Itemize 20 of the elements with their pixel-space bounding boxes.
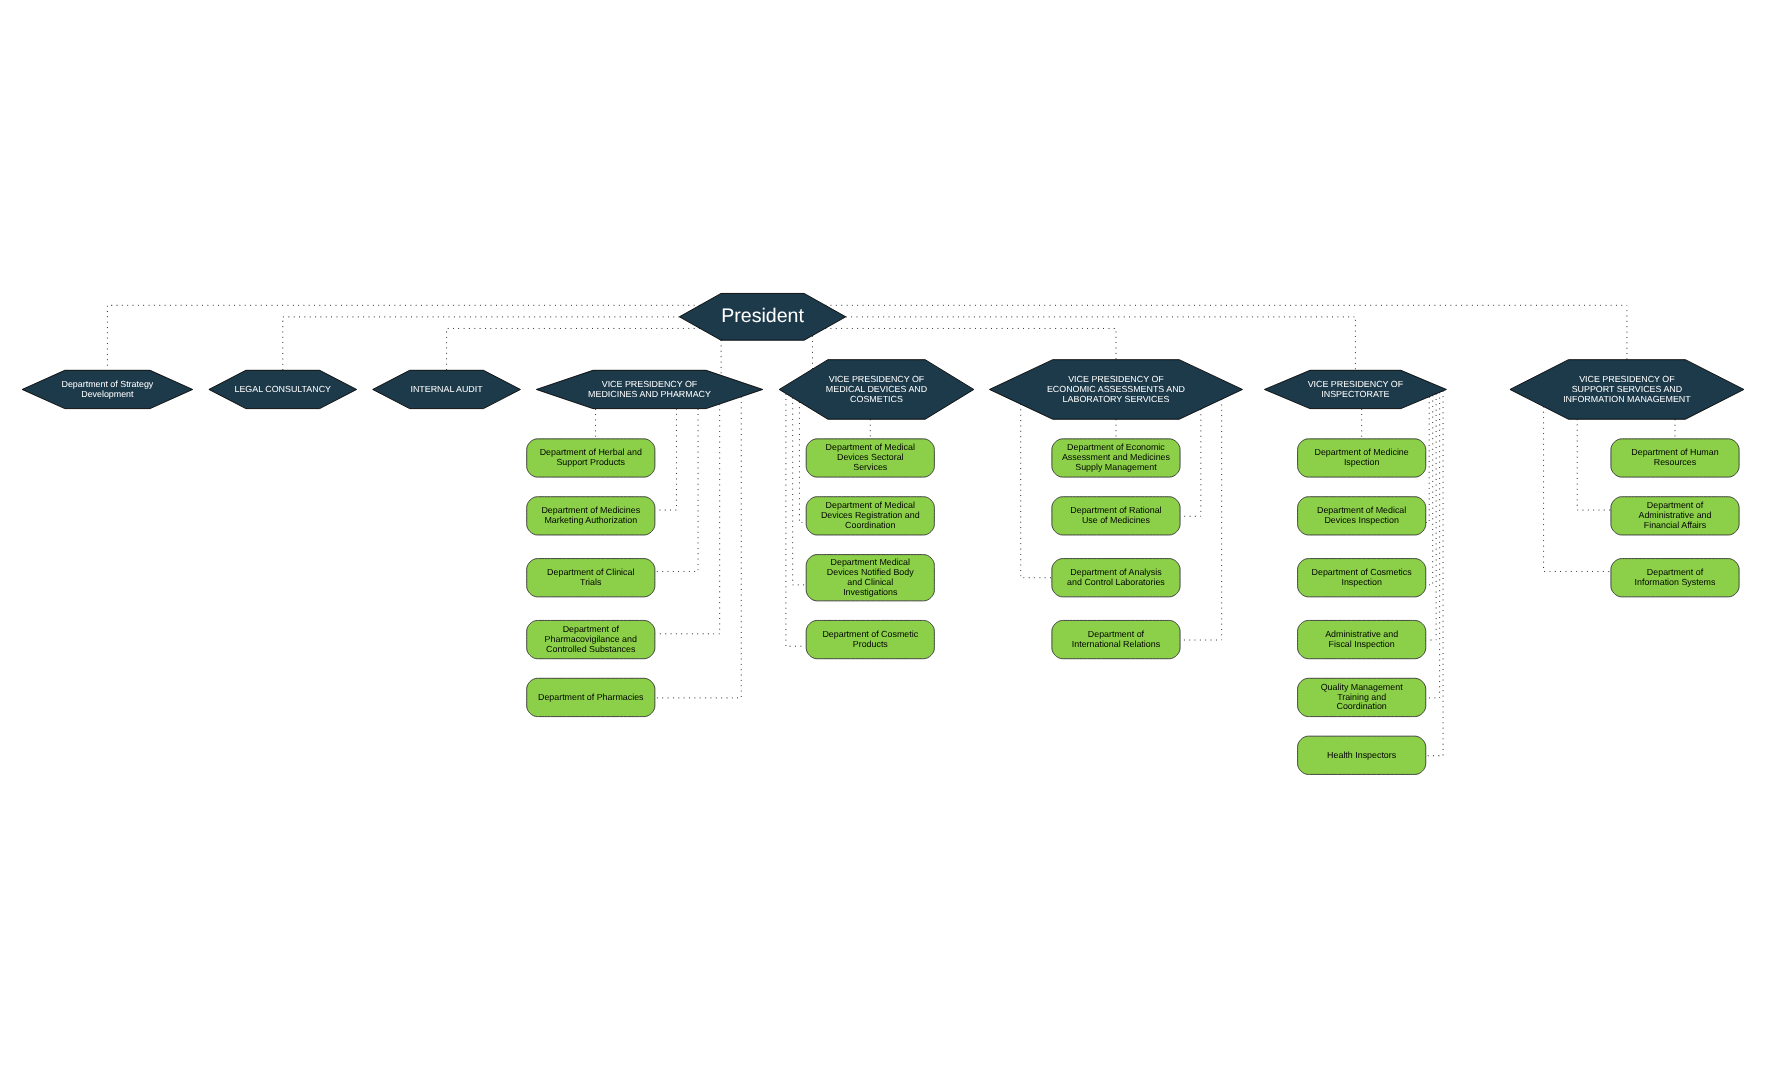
connector xyxy=(595,408,596,440)
connector xyxy=(1425,392,1441,699)
connector xyxy=(654,396,742,699)
connector xyxy=(282,316,680,371)
connector xyxy=(785,393,807,647)
connector xyxy=(1179,398,1223,641)
connector xyxy=(1576,418,1612,511)
connector xyxy=(792,397,807,586)
connector xyxy=(446,328,701,371)
connector xyxy=(799,401,807,523)
connector xyxy=(654,408,699,572)
connector xyxy=(1425,396,1430,523)
connector xyxy=(106,304,701,371)
connector xyxy=(825,304,1628,360)
connector xyxy=(654,403,721,635)
connector xyxy=(1543,406,1612,572)
connector xyxy=(1020,403,1053,579)
connector xyxy=(654,408,677,511)
connector xyxy=(1425,393,1437,641)
connector xyxy=(1425,395,1434,586)
